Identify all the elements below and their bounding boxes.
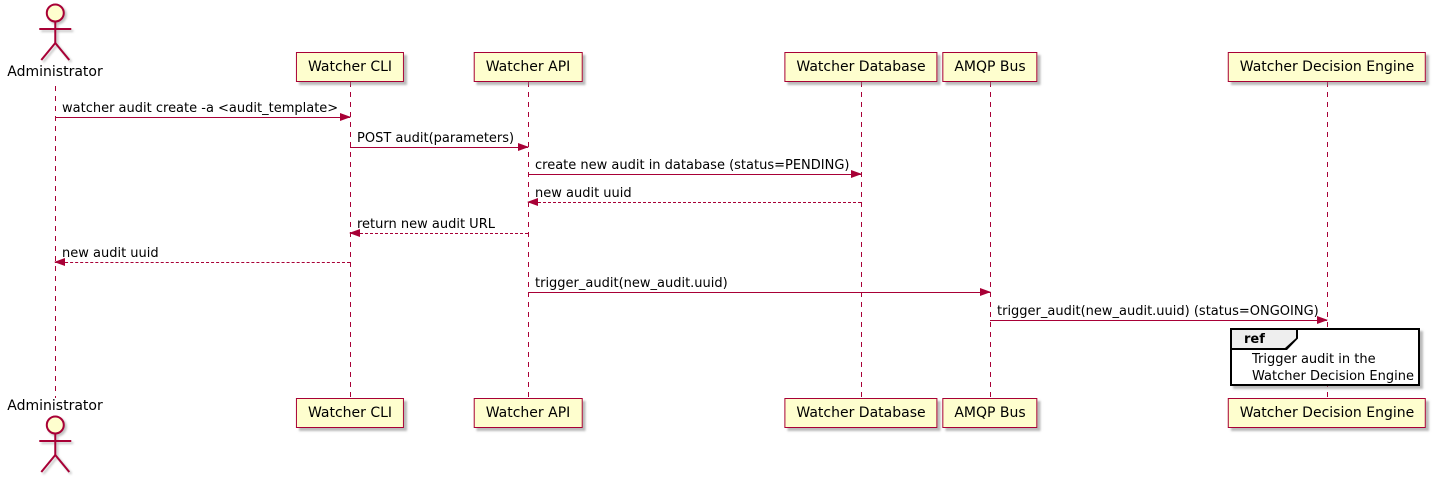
participant-watcher-cli-bottom: Watcher CLI — [295, 398, 405, 428]
ref-line-2: Watcher Decision Engine — [1252, 368, 1414, 384]
message-7: trigger_audit(new_audit.uuid) — [528, 276, 991, 296]
lifeline-watcher-database — [861, 82, 862, 398]
participant-watcher-api-top: Watcher API — [473, 52, 583, 82]
arrowhead-right-icon — [340, 113, 351, 121]
ref-body: Trigger audit in the Watcher Decision En… — [1232, 351, 1418, 384]
message-arrow — [528, 288, 991, 296]
actor-label: Administrator — [7, 398, 103, 414]
lifeline-watcher-api — [528, 82, 529, 398]
lifeline-administrator — [55, 86, 56, 398]
message-arrow — [990, 316, 1328, 324]
ref-frame: ref Trigger audit in the Watcher Decisio… — [1230, 328, 1420, 386]
ref-tag: ref — [1232, 330, 1296, 348]
participant-watcher-database-bottom: Watcher Database — [784, 398, 938, 428]
message-arrow — [350, 143, 529, 151]
message-label: trigger_audit(new_audit.uuid) (status=ON… — [997, 304, 1319, 319]
message-5: return new audit URL — [349, 217, 528, 237]
lifeline-watcher-decision-engine — [1327, 82, 1328, 398]
participant-watcher-cli-top: Watcher CLI — [295, 52, 405, 82]
arrowhead-left-icon — [527, 198, 538, 206]
message-8: trigger_audit(new_audit.uuid) (status=ON… — [990, 304, 1328, 324]
lifeline-amqp-bus — [990, 82, 991, 398]
stick-figure-icon — [39, 3, 71, 61]
participant-watcher-decision-engine-top: Watcher Decision Engine — [1227, 52, 1427, 82]
arrowhead-right-icon — [980, 288, 991, 296]
stick-figure-icon — [39, 415, 71, 473]
message-arrow — [527, 198, 861, 206]
message-6: new audit uuid — [54, 246, 350, 266]
participant-amqp-bus-top: AMQP Bus — [942, 52, 1038, 82]
actor-label: Administrator — [7, 64, 103, 80]
message-arrow — [528, 170, 862, 178]
participant-amqp-bus-bottom: AMQP Bus — [942, 398, 1038, 428]
arrowhead-right-icon — [851, 170, 862, 178]
participant-watcher-decision-engine-bottom: Watcher Decision Engine — [1227, 398, 1427, 428]
message-arrow — [54, 258, 350, 266]
message-label: watcher audit create -a <audit_template> — [62, 101, 339, 116]
arrowhead-left-icon — [349, 229, 360, 237]
actor-administrator-bottom: Administrator — [7, 398, 103, 476]
message-label: POST audit(parameters) — [357, 131, 515, 146]
ref-line-1: Trigger audit in the — [1252, 351, 1376, 367]
lifeline-watcher-cli — [350, 82, 351, 398]
message-1: watcher audit create -a <audit_template> — [55, 101, 351, 121]
message-2: POST audit(parameters) — [350, 131, 529, 151]
message-label: return new audit URL — [357, 217, 495, 232]
message-4: new audit uuid — [527, 186, 861, 206]
actor-administrator-top: Administrator — [7, 2, 103, 80]
arrowhead-left-icon — [54, 258, 65, 266]
message-label: trigger_audit(new_audit.uuid) — [535, 276, 728, 291]
message-label: create new audit in database (status=PEN… — [535, 158, 850, 173]
message-arrow — [349, 229, 528, 237]
message-label: new audit uuid — [62, 246, 159, 261]
participant-watcher-api-bottom: Watcher API — [473, 398, 583, 428]
participant-watcher-database-top: Watcher Database — [784, 52, 938, 82]
message-3: create new audit in database (status=PEN… — [528, 158, 862, 178]
arrowhead-right-icon — [1317, 316, 1328, 324]
arrowhead-right-icon — [518, 143, 529, 151]
message-label: new audit uuid — [535, 186, 632, 201]
message-arrow — [55, 113, 351, 121]
